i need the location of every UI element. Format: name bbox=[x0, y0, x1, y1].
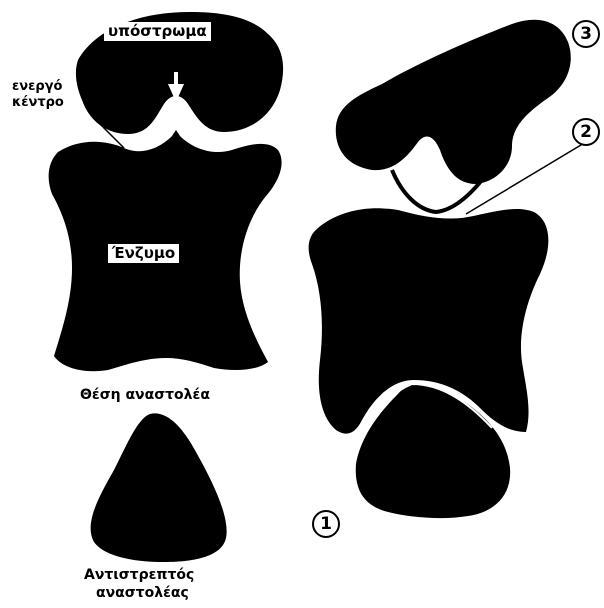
marker-3: 3 bbox=[572, 20, 600, 48]
label-enzyme: Ένζυμο bbox=[108, 244, 179, 263]
inhibitor-shape-left bbox=[91, 413, 227, 562]
label-substrate: υπόστρωμα bbox=[104, 22, 211, 41]
label-inhibitor-line2: αναστολέας bbox=[96, 586, 189, 600]
marker-2: 2 bbox=[572, 118, 600, 146]
label-inhibitor-site: Θέση αναστολέα bbox=[80, 388, 210, 402]
label-inhibitor-line1: Αντιστρεπτός bbox=[84, 568, 194, 582]
marker-1: 1 bbox=[312, 510, 340, 538]
arrow-shaft-left bbox=[174, 72, 178, 86]
label-active-site-line2: κέντρο bbox=[12, 96, 64, 109]
substrate-shape-right bbox=[336, 20, 571, 184]
label-active-site-line1: ενεργό bbox=[12, 80, 62, 93]
